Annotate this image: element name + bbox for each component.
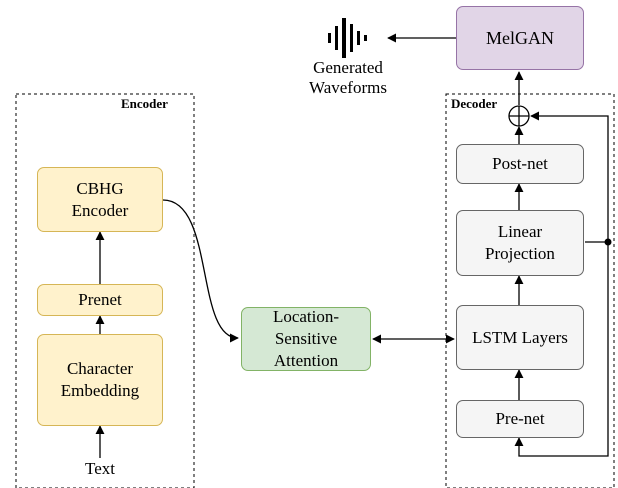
location-sensitive-attention-box: Location- Sensitive Attention xyxy=(241,307,371,371)
generated-waveforms-label: Generated Waveforms xyxy=(309,58,387,97)
decoder-title: Decoder xyxy=(451,96,498,111)
decoder-prenet-box: Pre-net xyxy=(456,400,584,438)
encoder-prenet-box: Prenet xyxy=(37,284,163,316)
lstm-layers-box: LSTM Layers xyxy=(456,305,584,370)
melgan-box: MelGAN xyxy=(456,6,584,70)
decoder-postnet-box: Post-net xyxy=(456,144,584,184)
encoder-title: Encoder xyxy=(121,96,168,111)
residual-to-sum xyxy=(530,111,609,242)
character-embedding-box: Character Embedding xyxy=(37,334,163,426)
cbhg-encoder-box: CBHG Encoder xyxy=(37,167,163,232)
waveform-icon xyxy=(328,18,367,58)
decoder-group-border xyxy=(445,93,615,488)
feedback-to-prenet xyxy=(514,242,609,457)
text-input-label: Text xyxy=(85,459,115,478)
arrow-cbhg-to-attention xyxy=(162,199,239,343)
encoder-group-border xyxy=(15,93,195,488)
linear-projection-box: Linear Projection xyxy=(456,210,584,276)
